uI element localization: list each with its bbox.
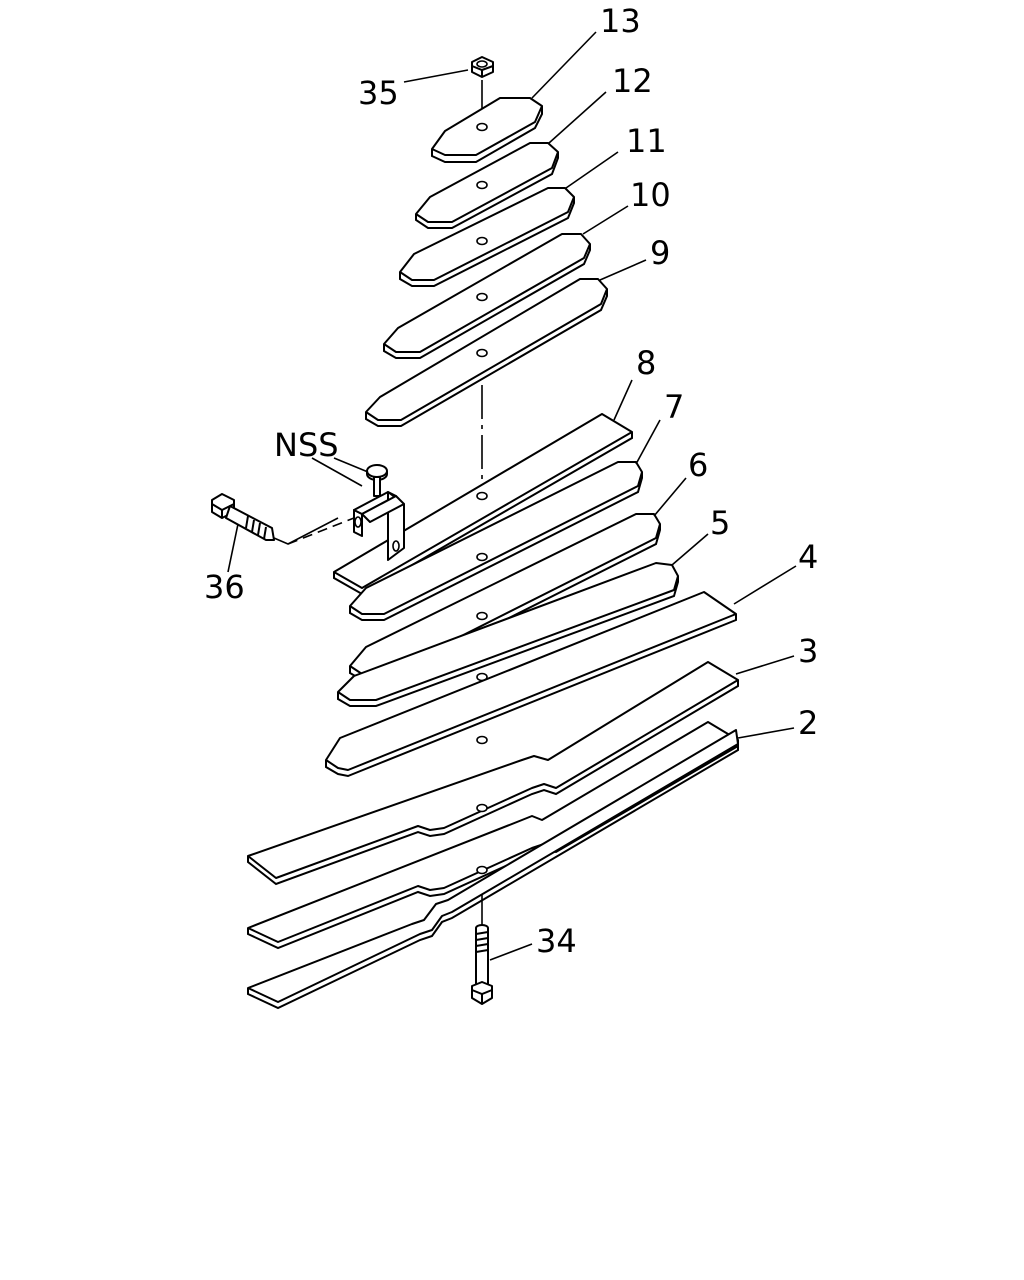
center-nut[interactable] bbox=[471, 56, 494, 78]
callout-3: 3 bbox=[798, 632, 818, 670]
leader-nss-a bbox=[311, 457, 363, 487]
center-hole bbox=[476, 552, 488, 562]
leaf-4-upper[interactable] bbox=[325, 591, 737, 778]
clip-rivet[interactable] bbox=[366, 464, 388, 497]
center-hole bbox=[476, 292, 488, 302]
callout-9: 9 bbox=[650, 234, 670, 272]
callout-11: 11 bbox=[626, 122, 667, 160]
callout-12: 12 bbox=[612, 62, 653, 100]
leaf-5[interactable] bbox=[337, 562, 679, 707]
leaf-12[interactable] bbox=[415, 142, 559, 229]
clip-bolt[interactable] bbox=[211, 493, 355, 545]
leaf-10[interactable] bbox=[383, 233, 591, 359]
callout-5: 5 bbox=[710, 504, 730, 542]
leaf-9[interactable] bbox=[365, 278, 608, 427]
leaf-11[interactable] bbox=[399, 187, 575, 287]
clip-bolt-path-dash bbox=[287, 517, 355, 545]
leaf-bottom[interactable] bbox=[247, 729, 739, 1010]
nut-bore bbox=[476, 60, 488, 68]
leader-6 bbox=[653, 477, 687, 517]
callout-13: 13 bbox=[600, 2, 641, 40]
leader-34 bbox=[489, 943, 533, 961]
leader-4 bbox=[733, 565, 797, 605]
leaf-13[interactable] bbox=[431, 97, 543, 163]
callout-10: 10 bbox=[630, 176, 671, 214]
center-hole bbox=[476, 803, 488, 813]
center-hole bbox=[476, 236, 488, 246]
leader-10 bbox=[582, 205, 629, 235]
leader-13 bbox=[531, 31, 597, 99]
center-hole bbox=[476, 122, 488, 132]
callout-4: 4 bbox=[798, 538, 818, 576]
callout-8: 8 bbox=[636, 344, 656, 382]
clip-hole-right bbox=[392, 540, 400, 552]
leader-5 bbox=[671, 533, 709, 566]
callout-35: 35 bbox=[358, 74, 399, 112]
leader-2 bbox=[737, 727, 795, 739]
leader-9 bbox=[599, 259, 647, 281]
center-hole bbox=[476, 611, 488, 621]
leader-11 bbox=[565, 151, 619, 189]
clip-hole-left bbox=[354, 516, 362, 528]
leader-3 bbox=[735, 655, 795, 675]
clip-bolt-path bbox=[273, 517, 339, 545]
leaf-3[interactable] bbox=[247, 661, 739, 886]
leader-lines bbox=[227, 31, 797, 961]
leader-7 bbox=[635, 419, 661, 465]
callout-36: 36 bbox=[204, 568, 245, 606]
center-hole bbox=[476, 348, 488, 358]
leader-35 bbox=[403, 69, 469, 83]
leader-8 bbox=[613, 379, 633, 421]
callout-34: 34 bbox=[536, 922, 577, 960]
rebound-clip[interactable] bbox=[353, 491, 405, 561]
leader-nss-b bbox=[333, 457, 369, 473]
leader-12 bbox=[548, 91, 607, 144]
callout-nss: NSS bbox=[274, 426, 339, 464]
center-bolt[interactable] bbox=[471, 924, 493, 1005]
callout-7: 7 bbox=[664, 388, 684, 426]
leaf-7[interactable] bbox=[349, 461, 643, 621]
callout-2: 2 bbox=[798, 704, 818, 742]
center-hole bbox=[476, 491, 488, 501]
center-hole bbox=[476, 180, 488, 190]
center-hole bbox=[476, 735, 488, 745]
leader-36 bbox=[227, 523, 239, 573]
center-hole bbox=[476, 865, 488, 875]
callout-6: 6 bbox=[688, 446, 708, 484]
